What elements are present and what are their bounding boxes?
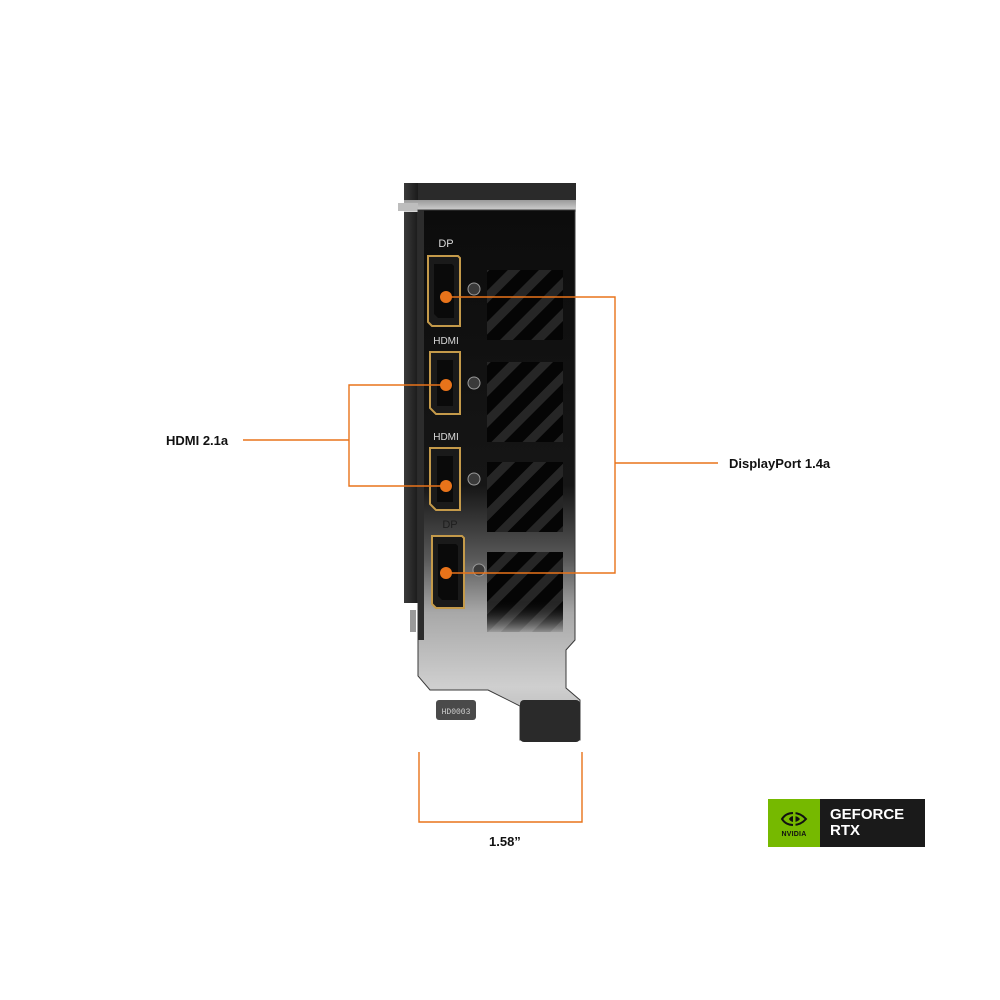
nvidia-logo-panel: NVIDIA xyxy=(768,799,820,847)
geforce-rtx-text-panel: GEFORCE RTX xyxy=(820,799,925,847)
port-label-hdmi-1: HDMI xyxy=(433,336,459,347)
geforce-rtx-badge: NVIDIA GEFORCE RTX xyxy=(768,799,925,847)
bracket-code: HD0003 xyxy=(442,708,471,717)
port-label-dp-top: DP xyxy=(438,238,453,250)
port-label-hdmi-2: HDMI xyxy=(433,432,459,443)
width-dimension-label: 1.58” xyxy=(489,834,521,849)
port-label-dp-bottom: DP xyxy=(442,519,457,531)
callout-dots xyxy=(440,291,452,579)
badge-line-rtx: RTX xyxy=(830,822,860,839)
hdmi-callout xyxy=(243,384,446,487)
displayport-spec-label: DisplayPort 1.4a xyxy=(729,456,831,471)
hdmi-port-2 xyxy=(429,447,461,511)
vent-grille xyxy=(487,270,563,632)
bracket-foot xyxy=(520,700,580,742)
badge-line-geforce: GEFORCE xyxy=(830,806,905,823)
card-body xyxy=(398,183,576,632)
bracket-edge xyxy=(418,210,424,640)
nvidia-wordmark: NVIDIA xyxy=(781,830,807,838)
width-dimension-line xyxy=(418,752,583,823)
nvidia-eye-icon xyxy=(780,810,808,827)
displayport-top-port xyxy=(427,255,461,327)
displayport-callout xyxy=(446,296,718,574)
bracket-tab xyxy=(436,700,476,720)
hdmi-spec-label: HDMI 2.1a xyxy=(166,433,229,448)
